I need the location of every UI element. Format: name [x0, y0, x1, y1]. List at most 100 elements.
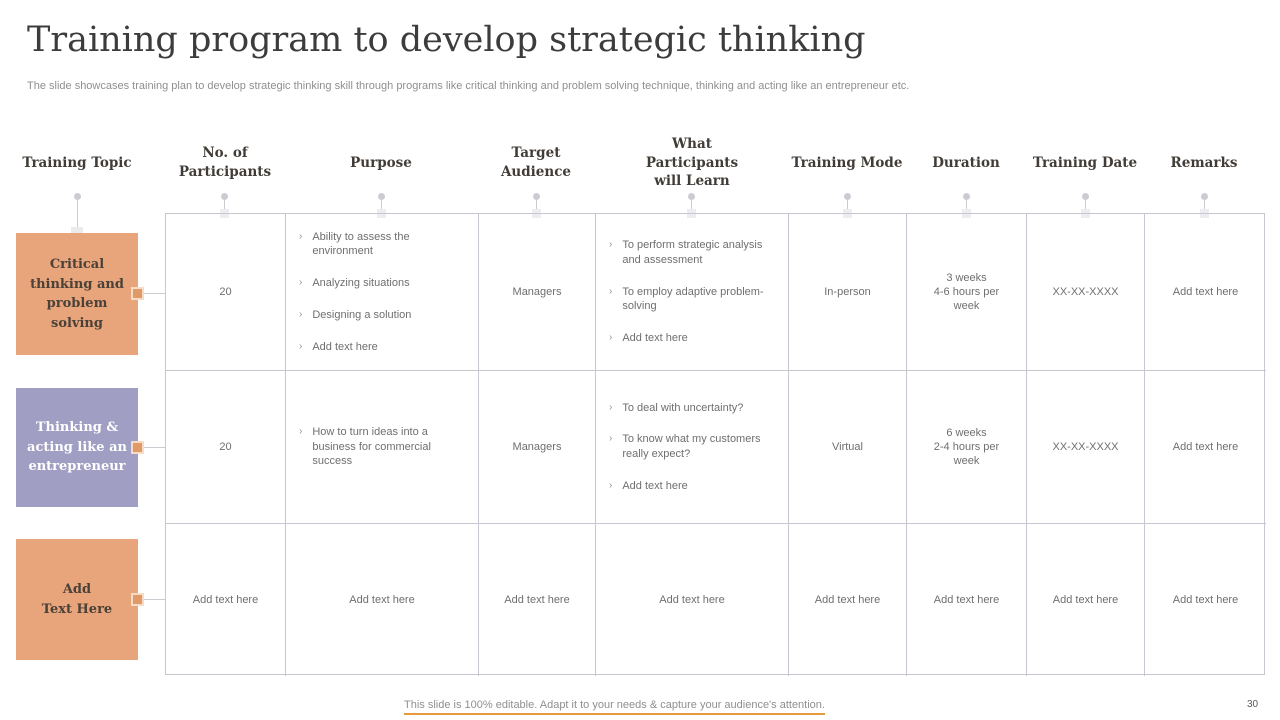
chevron-bullet-icon: › [299, 340, 303, 352]
connector-line [77, 200, 78, 233]
bullet-item: ›Analyzing situations [299, 276, 472, 291]
bullet-text: How to turn ideas into a business for co… [312, 426, 431, 468]
bullet-list: › How to turn ideas into a business for c… [292, 409, 472, 484]
connector-line [966, 200, 967, 214]
bullet-item: › Add text here [299, 340, 472, 355]
bullet-text: To employ adaptive problem-solving [622, 285, 764, 313]
bullet-text: To deal with uncertainty? [622, 401, 744, 414]
chevron-bullet-icon: › [609, 433, 613, 445]
cell-r3-learn[interactable]: Add text here [596, 524, 789, 676]
cell-r2-mode[interactable]: Virtual [789, 371, 907, 524]
footer-note: This slide is 100% editable. Adapt it to… [404, 699, 825, 715]
chevron-bullet-icon: › [609, 285, 613, 297]
connector-dot [688, 193, 695, 200]
connector-dot [1082, 193, 1089, 200]
connector-line [224, 200, 225, 214]
cell-r2-purpose[interactable]: › How to turn ideas into a business for c… [286, 371, 479, 524]
chevron-bullet-icon: › [299, 230, 303, 242]
cell-r2-remarks[interactable]: Add text here [1145, 371, 1266, 524]
column-header-duration: Duration [932, 154, 1000, 171]
bullet-list: ›Ability to assess the environment ›Anal… [292, 214, 472, 370]
cell-r1-learn[interactable]: › To perform strategic analysis and asses… [596, 214, 789, 371]
chevron-bullet-icon: › [609, 401, 613, 413]
cell-r3-date[interactable]: Add text here [1027, 524, 1145, 676]
column-header-remarks: Remarks [1170, 154, 1238, 171]
connector-line [1204, 200, 1205, 214]
chevron-bullet-icon: › [299, 426, 303, 438]
connector-dot [221, 193, 228, 200]
bullet-item: › Designing a solution [299, 308, 472, 323]
cell-r2-participants[interactable]: 20 [166, 371, 286, 524]
cell-r3-participants[interactable]: Add text here [166, 524, 286, 676]
topic-box-critical-thinking[interactable]: Critical thinking and problem solving [16, 233, 138, 355]
cell-r1-remarks[interactable]: Add text here [1145, 214, 1266, 371]
column-header-what-learn: What Participants will Learn [645, 135, 739, 190]
bullet-list: › To deal with uncertainty? › To know what… [602, 385, 782, 509]
bullet-item: › To know what my customers really expect… [609, 432, 782, 461]
cell-r3-mode[interactable]: Add text here [789, 524, 907, 676]
page-title: Training program to develop strategic th… [27, 20, 866, 60]
connector-line [144, 293, 165, 294]
chevron-bullet-icon: › [299, 308, 303, 320]
column-header-training-mode: Training Mode [791, 154, 903, 171]
training-table: 20 ›Ability to assess the environment ›A… [165, 213, 1266, 676]
connector-line [691, 200, 692, 214]
bullet-item: › How to turn ideas into a business for c… [299, 425, 472, 469]
topic-label: Critical thinking and problem solving [30, 257, 124, 331]
cell-r3-purpose[interactable]: Add text here [286, 524, 479, 676]
cell-r3-audience[interactable]: Add text here [479, 524, 596, 676]
cell-r2-duration[interactable]: 6 weeks 2-4 hours per week [907, 371, 1027, 524]
cell-r2-learn[interactable]: › To deal with uncertainty? › To know what… [596, 371, 789, 524]
cell-r1-purpose[interactable]: ›Ability to assess the environment ›Anal… [286, 214, 479, 371]
bullet-item: › To employ adaptive problem-solving [609, 285, 782, 314]
bullet-text: Add text here [622, 479, 688, 492]
topic-label: Thinking & acting like an entrepreneur [27, 420, 127, 475]
bullet-item: › To deal with uncertainty? [609, 401, 782, 416]
cell-r1-participants[interactable]: 20 [166, 214, 286, 371]
cell-r2-audience[interactable]: Managers [479, 371, 596, 524]
bullet-text: Designing a solution [312, 308, 412, 321]
connector-square [131, 287, 144, 300]
connector-line [144, 599, 165, 600]
connector-line [536, 200, 537, 214]
connector-dot [844, 193, 851, 200]
connector-square [131, 593, 144, 606]
connector-line [1085, 200, 1086, 214]
page-number: 30 [1247, 699, 1259, 710]
cell-r3-duration[interactable]: Add text here [907, 524, 1027, 676]
bullet-text: Add text here [622, 332, 688, 345]
bullet-item: ›Add text here [609, 331, 782, 346]
bullet-text: To know what my customers really expect? [622, 433, 761, 460]
column-header-participants: No. of Participants [178, 145, 272, 180]
cell-r3-remarks[interactable]: Add text here [1172, 593, 1239, 606]
bullet-text: To perform strategic analysis and assess… [622, 239, 763, 266]
connector-dot [533, 193, 540, 200]
cell-r1-duration[interactable]: 3 weeks 4-6 hours per week [907, 214, 1027, 371]
topic-box-entrepreneur[interactable]: Thinking & acting like an entrepreneur [16, 388, 138, 507]
cell-r1-date[interactable]: XX-XX-XXXX [1027, 214, 1145, 371]
topic-box-placeholder[interactable]: Add Text Here [16, 539, 138, 660]
bullet-item: › To perform strategic analysis and asses… [609, 238, 782, 267]
bullet-text: Ability to assess the environment [312, 230, 410, 258]
connector-line [144, 447, 165, 448]
chevron-bullet-icon: › [609, 479, 613, 491]
connector-square [131, 441, 144, 454]
cell-r1-audience[interactable]: Managers [479, 214, 596, 371]
bullet-item: › Add text here [609, 479, 782, 494]
slide-subtitle: The slide showcases training plan to dev… [27, 80, 910, 92]
topic-label: Add Text Here [41, 582, 113, 617]
connector-line [847, 200, 848, 214]
column-header-purpose: Purpose [350, 154, 412, 171]
cell-r2-date[interactable]: XX-XX-XXXX [1027, 371, 1145, 524]
bullet-text: Add text here [312, 340, 378, 353]
column-header-target-audience: Target Audience [500, 145, 572, 180]
bullet-list: › To perform strategic analysis and asses… [602, 223, 782, 362]
bullet-text: Analyzing situations [312, 277, 410, 290]
connector-dot [1201, 193, 1208, 200]
connector-dot [74, 193, 81, 200]
bullet-item: › Ability to assess the environment [299, 230, 472, 259]
chevron-bullet-icon: › [609, 239, 613, 251]
cell-r1-mode[interactable]: In-person [789, 214, 907, 371]
column-header-training-date: Training Date [1032, 154, 1138, 171]
